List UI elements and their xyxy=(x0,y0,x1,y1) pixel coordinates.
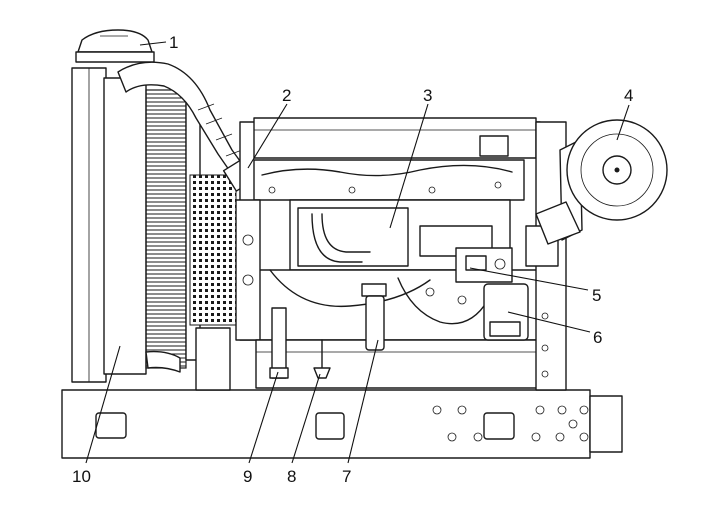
oil-fill-tube xyxy=(269,307,289,379)
callout-4: 4 xyxy=(616,86,633,141)
callout-7: 7 xyxy=(342,339,379,486)
callout-label-6: 6 xyxy=(593,328,602,347)
base-frame xyxy=(61,389,623,459)
callout-label-2: 2 xyxy=(282,86,291,105)
oil-dipstick xyxy=(313,339,331,379)
callout-label-4: 4 xyxy=(624,86,633,105)
callout-label-5: 5 xyxy=(592,286,601,305)
callout-label-10: 10 xyxy=(72,467,91,486)
callout-9: 9 xyxy=(243,371,279,486)
callout-label-8: 8 xyxy=(287,467,296,486)
fuel-filter xyxy=(483,283,529,341)
callout-10: 10 xyxy=(72,345,121,486)
lower-radiator-hose xyxy=(145,350,181,373)
radiator xyxy=(71,67,237,391)
oil-filter xyxy=(361,283,387,351)
callout-label-3: 3 xyxy=(423,86,432,105)
fuel-injection-pump xyxy=(455,247,513,283)
callout-label-9: 9 xyxy=(243,467,252,486)
callout-label-1: 1 xyxy=(169,33,178,52)
air-cleaner xyxy=(535,119,668,245)
callout-3: 3 xyxy=(389,86,432,229)
coolant-expansion-tank xyxy=(75,29,155,63)
callout-1: 1 xyxy=(139,33,178,52)
callout-8: 8 xyxy=(287,373,321,486)
callout-5: 5 xyxy=(469,267,601,305)
callout-label-7: 7 xyxy=(342,467,351,486)
callout-2: 2 xyxy=(247,86,291,169)
callout-6: 6 xyxy=(507,311,602,347)
